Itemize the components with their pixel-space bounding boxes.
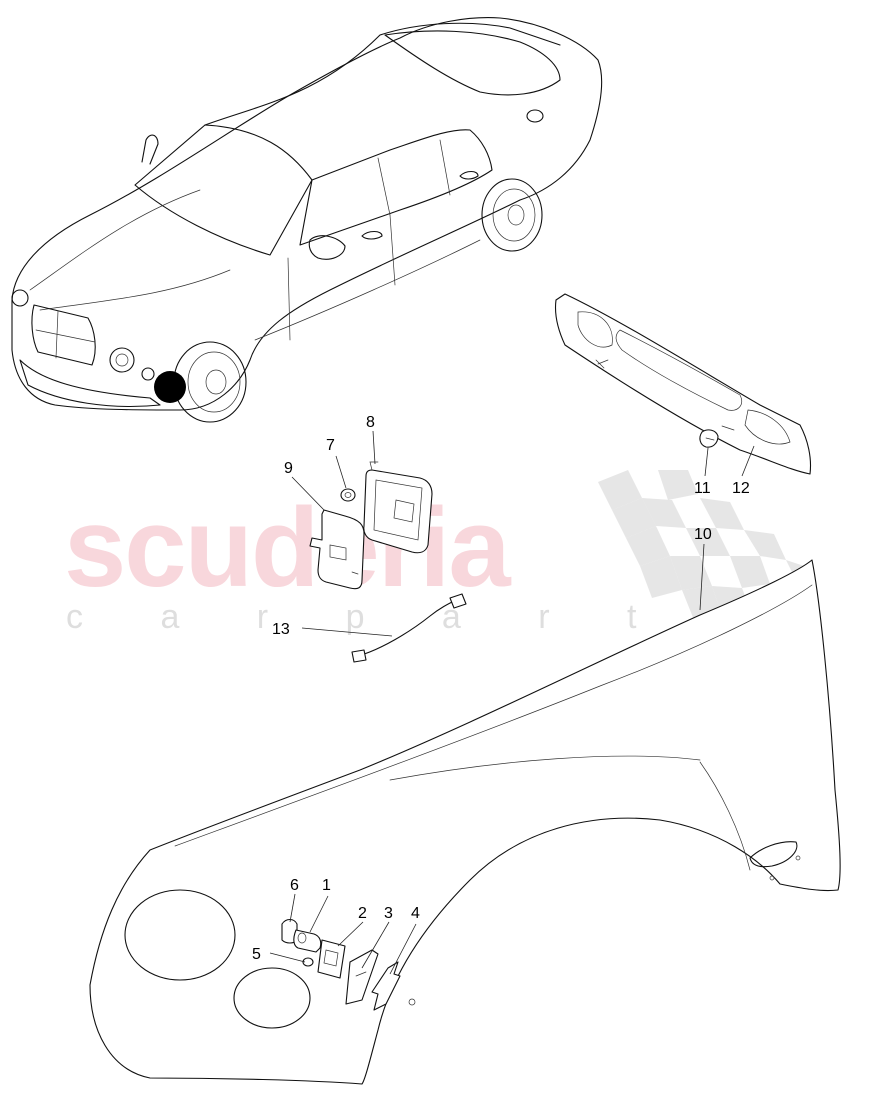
bracket-9: [309, 509, 365, 590]
callout-3: 3: [384, 905, 393, 922]
callout-7: 7: [326, 437, 335, 454]
location-marker: [154, 371, 186, 403]
nut-5: [302, 957, 314, 967]
callout-5: 5: [252, 946, 261, 963]
callout-11: 11: [694, 480, 711, 497]
callout-6: 6: [290, 877, 299, 894]
callout-2: 2: [358, 905, 367, 922]
cable-13: [351, 593, 467, 663]
watermark-brand: scuderia: [64, 485, 511, 610]
control-unit-8: [363, 461, 433, 554]
callout-13: 13: [272, 621, 290, 638]
leader-lines: [269, 430, 755, 975]
callout-labels: 1 2 3 4 5 6 7 8 9 10 11 12 13: [252, 414, 750, 963]
clip-11: [699, 429, 719, 448]
callout-9: 9: [284, 460, 293, 477]
fender-10: [89, 559, 841, 1085]
holder-2: [317, 939, 346, 979]
callout-12: 12: [732, 480, 750, 497]
pad-4: [371, 961, 401, 1011]
vehicle-overview: [11, 17, 603, 423]
sensor-1: [293, 929, 322, 953]
callout-10: 10: [694, 526, 712, 543]
nut-7: [340, 488, 356, 502]
carrier-panel-12: [554, 293, 812, 475]
bracket-3: [345, 949, 379, 1005]
callout-1: 1: [322, 877, 331, 894]
watermark-tagline: c a r p a r t s: [66, 598, 765, 636]
callout-4: 4: [411, 905, 420, 922]
callout-8: 8: [366, 414, 375, 431]
